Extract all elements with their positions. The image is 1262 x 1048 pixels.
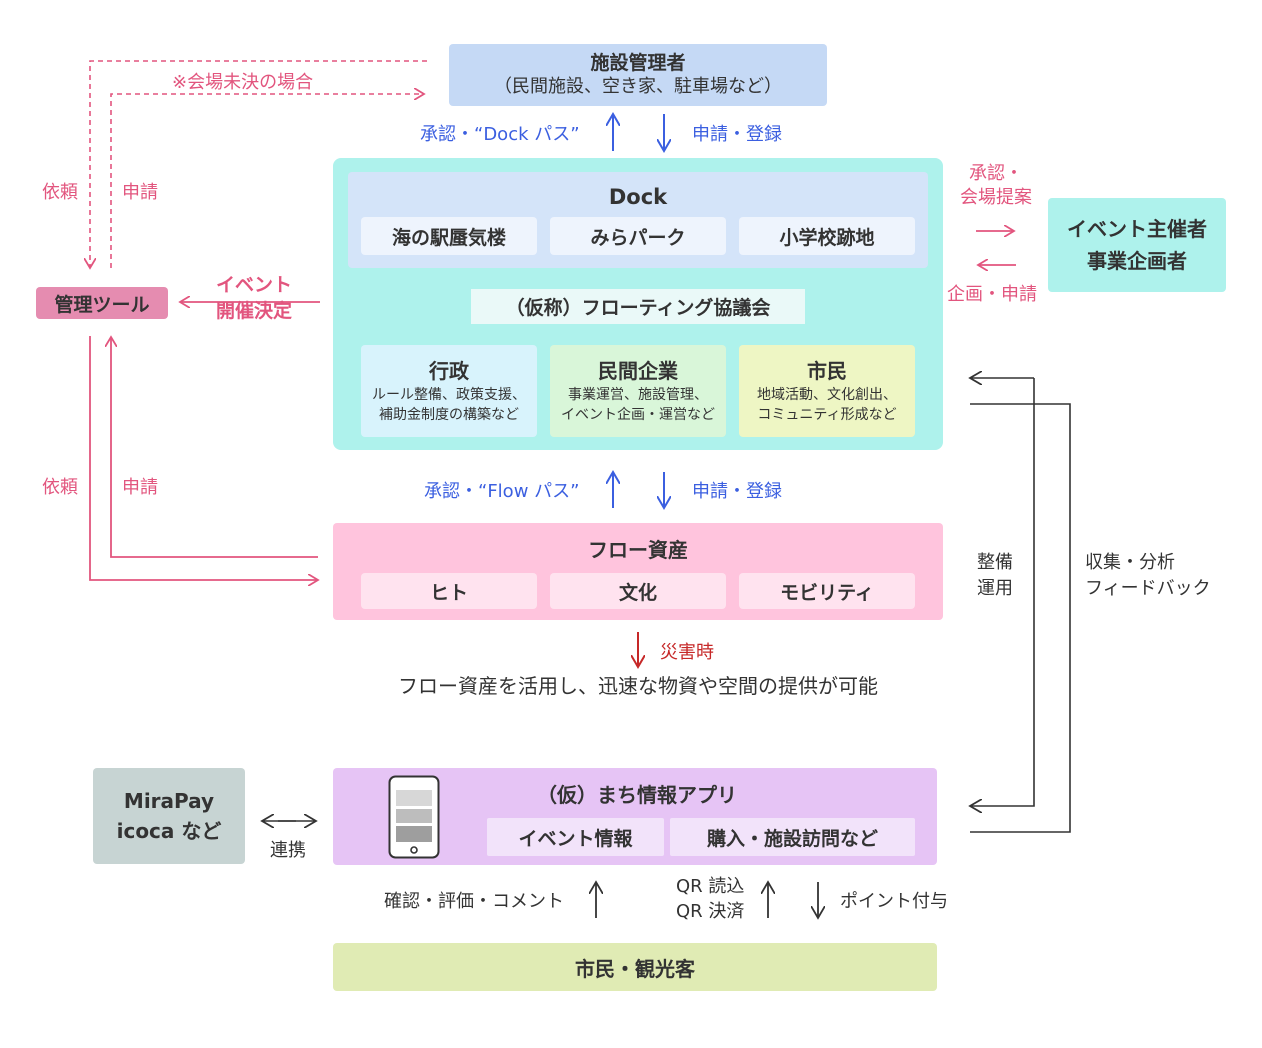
event-organizer-line2: 事業企画者 — [1087, 249, 1187, 273]
organizer-from-label: 企画・申請 — [947, 284, 1037, 305]
member-biz-title: 民間企業 — [598, 359, 678, 383]
dashed-request-line — [90, 60, 427, 268]
event-organizer-box: イベント主催者 事業企画者 — [1048, 198, 1226, 292]
member-citizen-desc2: コミュニティ形成など — [757, 407, 897, 423]
smartphone-icon — [388, 775, 440, 859]
event-organizer-line1: イベント主催者 — [1067, 217, 1207, 241]
member-citizen-title: 市民 — [807, 359, 847, 383]
link-label: 連携 — [270, 840, 306, 861]
member-gov-desc2: 補助金制度の構築など — [379, 407, 519, 423]
disaster-text: フロー資産を活用し、迅速な物資や空間の提供が可能 — [398, 674, 878, 698]
member-citizen-desc1: 地域活動、文化創出、 — [757, 387, 897, 403]
member-gov: 行政 ルール整備、政策支援、 補助金制度の構築など — [361, 345, 537, 437]
app-title: （仮）まち情報アプリ — [537, 782, 737, 807]
apply-flow-line — [111, 337, 318, 558]
management-tool-box: 管理ツール — [36, 287, 168, 319]
maintain-label-1: 整備 — [977, 552, 1013, 573]
citizens-box: 市民・観光客 — [333, 943, 937, 991]
facility-manager-box: 施設管理者 （民間施設、空き家、駐車場など） — [449, 44, 827, 106]
apply-label-top: 申請 — [122, 182, 158, 203]
event-decision-label: イベント 開催決定 — [196, 272, 312, 324]
dock-apply-label: 申請・登録 — [692, 124, 782, 145]
feedback-label-1: 収集・分析 — [1085, 552, 1175, 573]
app-item-purchase: 購入・施設訪問など — [670, 818, 915, 856]
dock-pass-label: 承認・“Dock パス” — [420, 124, 580, 145]
feedback-line — [970, 403, 1071, 833]
facility-manager-subtitle: （民間施設、空き家、駐車場など） — [494, 76, 782, 97]
maintain-label: 整備 運用 — [960, 550, 1030, 602]
member-citizen: 市民 地域活動、文化創出、 コミュニティ形成など — [739, 345, 915, 437]
facility-manager-title: 施設管理者 — [590, 52, 686, 74]
flow-assets-title: フロー資産 — [588, 537, 688, 562]
payment-box: MiraPay icoca など — [93, 768, 245, 864]
dashed-apply-line — [110, 94, 424, 268]
undecided-note: ※会場未決の場合 — [172, 72, 314, 93]
qr-label-1: QR 読込 — [676, 876, 745, 897]
feedback-label: 収集・分析 フィードバック — [1085, 550, 1211, 602]
disaster-label: 災害時 — [660, 642, 714, 663]
maintain-label-2: 運用 — [977, 578, 1013, 599]
dock-location-3: 小学校跡地 — [739, 217, 915, 255]
dock-location-2: みらパーク — [550, 217, 726, 255]
request-label-top: 依頼 — [42, 182, 78, 203]
organizer-to-label-1: 承認・ — [969, 163, 1023, 184]
payment-line2: icoca など — [116, 819, 222, 843]
flow-item-people: ヒト — [361, 573, 537, 609]
member-biz-desc1: 事業運営、施設管理、 — [568, 387, 708, 403]
points-label: ポイント付与 — [840, 891, 948, 912]
organizer-to-label-2: 会場提案 — [960, 187, 1032, 208]
flow-item-mobility: モビリティ — [739, 573, 915, 609]
confirm-label: 確認・評価・コメント — [384, 891, 564, 912]
flow-apply-label: 申請・登録 — [692, 481, 782, 502]
qr-label-2: QR 決済 — [676, 901, 745, 922]
dock-title: Dock — [608, 185, 668, 209]
council-title: （仮称）フローティング協議会 — [471, 289, 805, 324]
qr-label: QR 読込 QR 決済 — [676, 874, 744, 924]
member-gov-desc1: ルール整備、政策支援、 — [372, 387, 526, 403]
maintain-line — [970, 378, 1035, 806]
event-decision-label-1: イベント — [215, 274, 292, 296]
organizer-to-label: 承認・ 会場提案 — [948, 162, 1044, 210]
flow-pass-label: 承認・“Flow パス” — [424, 481, 580, 502]
member-biz: 民間企業 事業運営、施設管理、 イベント企画・運営など — [550, 345, 726, 437]
request-label-bottom: 依頼 — [42, 477, 78, 498]
event-decision-label-2: 開催決定 — [215, 300, 292, 322]
feedback-label-2: フィードバック — [1085, 578, 1211, 599]
member-gov-title: 行政 — [429, 359, 469, 383]
apply-label-bottom: 申請 — [122, 477, 158, 498]
member-biz-desc2: イベント企画・運営など — [561, 407, 715, 423]
dock-location-1: 海の駅蜃気楼 — [361, 217, 537, 255]
app-item-events: イベント情報 — [487, 818, 664, 856]
payment-line1: MiraPay — [123, 789, 215, 813]
request-flow-line — [89, 336, 318, 580]
flow-item-culture: 文化 — [550, 573, 726, 609]
